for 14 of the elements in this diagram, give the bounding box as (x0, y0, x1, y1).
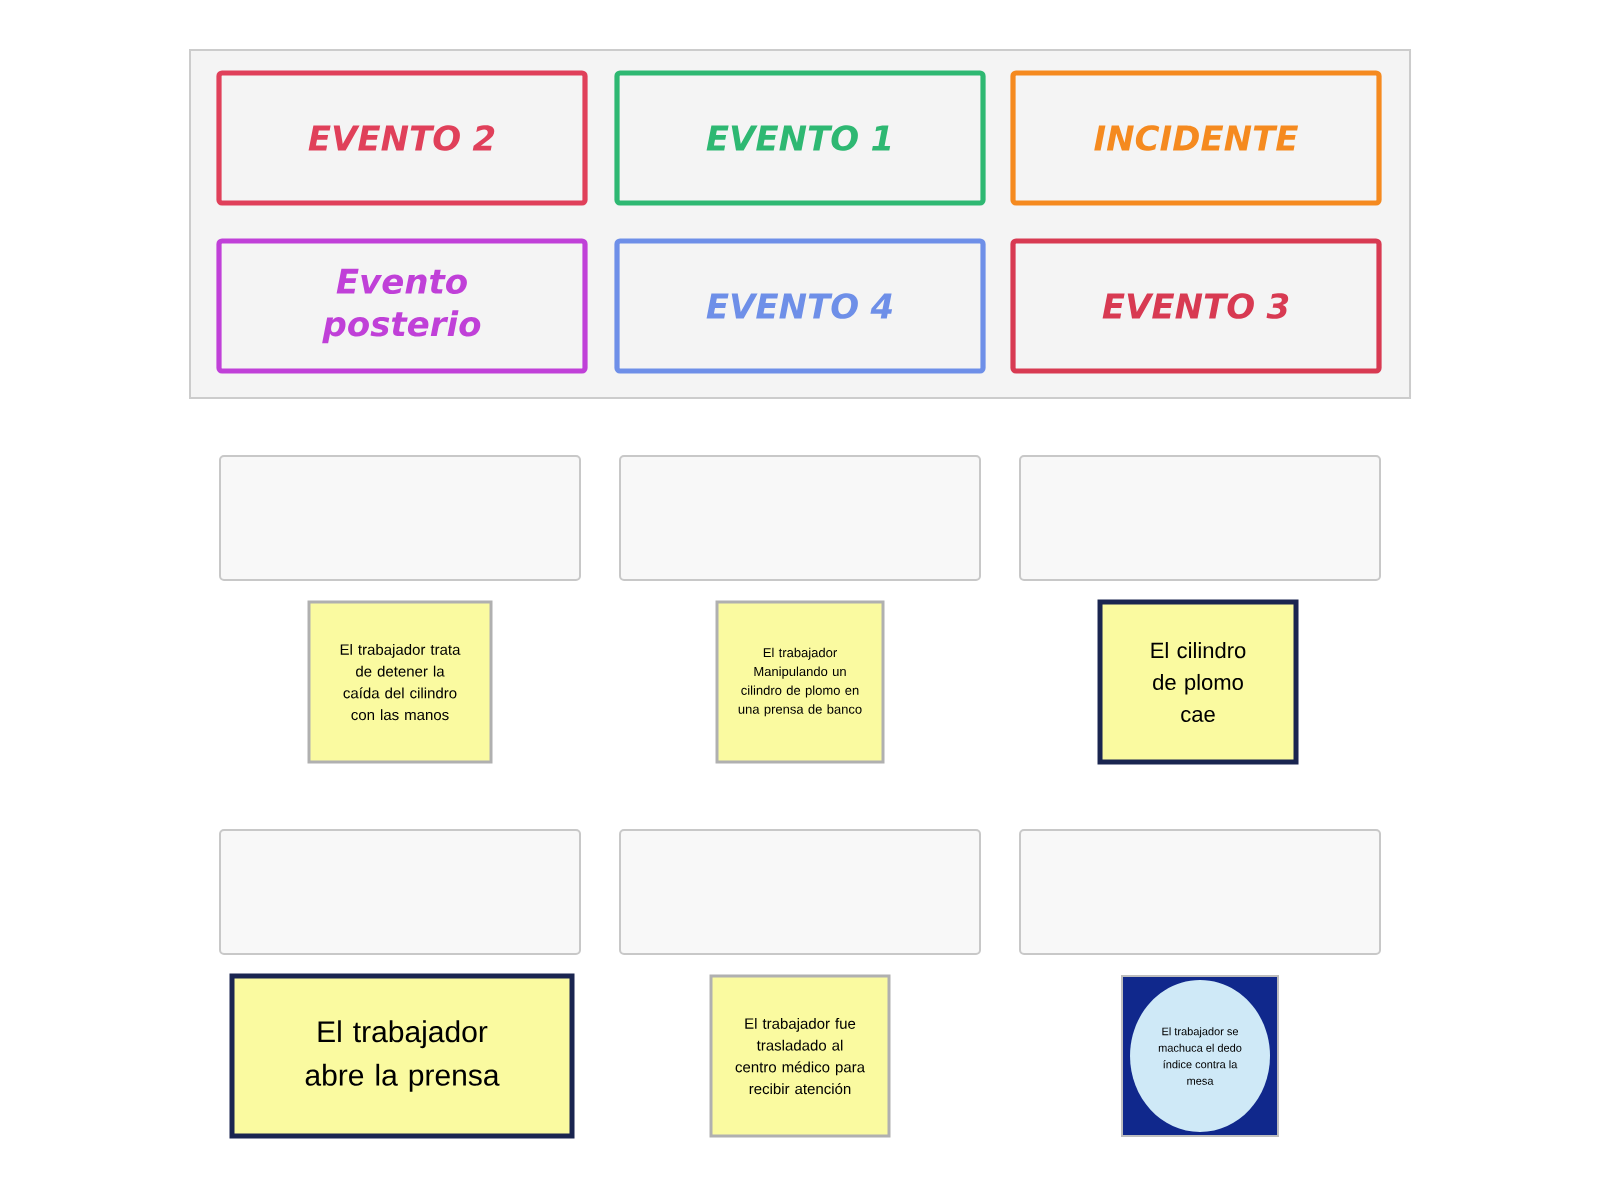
text-card: El trabajador abre la prensa (229, 973, 575, 1139)
answer-tile: EVENTO 3 (1010, 238, 1382, 374)
answer-tile: INCIDENTE (1010, 70, 1382, 206)
drop-zone (1019, 455, 1381, 581)
drop-zone (619, 455, 981, 581)
answer-tile: Evento posterio (216, 238, 588, 374)
drop-zone (619, 829, 981, 955)
drop-zone (219, 829, 581, 955)
answer-tile: EVENTO 2 (216, 70, 588, 206)
drop-zone (1019, 829, 1381, 955)
answer-tile: EVENTO 1 (614, 70, 986, 206)
answer-tile: EVENTO 4 (614, 238, 986, 374)
drop-zone (219, 455, 581, 581)
text-card: El cilindro de plomo cae (1097, 599, 1299, 765)
